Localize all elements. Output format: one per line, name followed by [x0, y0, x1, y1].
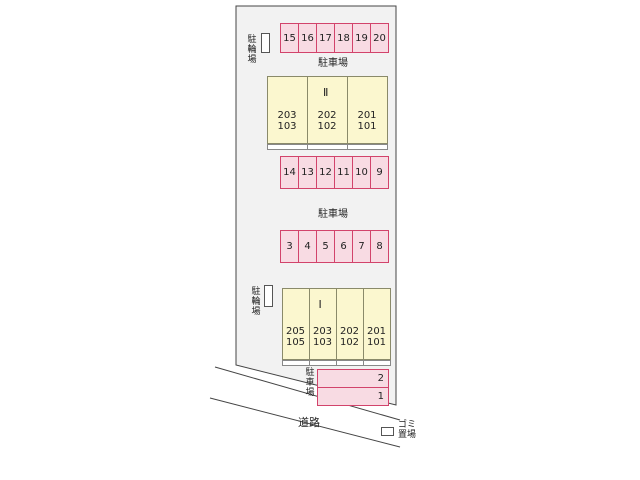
- building-i-balcony: [336, 360, 364, 366]
- bicycle-label-top: 駐輪場: [247, 35, 257, 65]
- parking-label-top: 駐車場: [318, 58, 348, 69]
- building-i-roman-label: Ⅰ: [318, 298, 322, 311]
- building-ii-balcony: [267, 144, 308, 150]
- building-i-unit-205: [282, 288, 310, 360]
- unit-upper-number: 202: [339, 326, 360, 337]
- unit-lower-number: 103: [277, 121, 297, 132]
- parking-slot-8: 8: [370, 230, 389, 263]
- parking-label-vertical: 駐車場: [305, 368, 315, 398]
- unit-lower-number: 103: [312, 337, 333, 348]
- parking-slot-12: 12: [316, 156, 335, 189]
- road-edge-bottom: [209, 397, 401, 448]
- parking-slot-6: 6: [334, 230, 353, 263]
- parking-slot-1: 1: [317, 387, 389, 406]
- parking-slot-7: 7: [352, 230, 371, 263]
- building-i-unit-201: [363, 288, 391, 360]
- building-i-balcony: [363, 360, 391, 366]
- garbage-box: [381, 427, 394, 436]
- parking-label-middle: 駐車場: [318, 209, 348, 220]
- unit-lower-number: 102: [339, 337, 360, 348]
- parking-slot-13: 13: [298, 156, 317, 189]
- parking-slot-17: 17: [316, 23, 335, 53]
- building-ii-unit-203: [267, 76, 308, 144]
- parking-slot-15: 15: [280, 23, 299, 53]
- building-i-balcony: [309, 360, 337, 366]
- bicycle-label-lower: 駐輪場: [251, 287, 261, 317]
- unit-lower-number: 105: [285, 337, 306, 348]
- garbage-label: ゴミ置場: [398, 420, 426, 440]
- bicycle-rack-top: [261, 33, 270, 53]
- road-label: 道路: [298, 416, 320, 429]
- parking-slot-9: 9: [370, 156, 389, 189]
- unit-upper-number: 203: [312, 326, 333, 337]
- parking-slot-20: 20: [370, 23, 389, 53]
- garbage-label-text: ゴミ置場: [398, 420, 417, 440]
- unit-upper-number: 203: [277, 110, 297, 121]
- building-i-balcony: [282, 360, 310, 366]
- building-ii-unit-201: [347, 76, 388, 144]
- parking-slot-10: 10: [352, 156, 371, 189]
- building-ii-balcony: [347, 144, 388, 150]
- unit-upper-number: 201: [366, 326, 387, 337]
- unit-lower-number: 102: [317, 121, 337, 132]
- unit-upper-number: 205: [285, 326, 306, 337]
- unit-lower-number: 101: [357, 121, 377, 132]
- parking-slot-5: 5: [316, 230, 335, 263]
- parking-slot-18: 18: [334, 23, 353, 53]
- parking-slot-19: 19: [352, 23, 371, 53]
- parking-slot-3: 3: [280, 230, 299, 263]
- road-edge-top: [214, 366, 401, 421]
- parking-slot-2: 2: [317, 369, 389, 388]
- parking-slot-14: 14: [280, 156, 299, 189]
- building-i-unit-202: [336, 288, 364, 360]
- parking-slot-4: 4: [298, 230, 317, 263]
- unit-upper-number: 201: [357, 110, 377, 121]
- parking-slot-16: 16: [298, 23, 317, 53]
- building-ii-balcony: [307, 144, 348, 150]
- unit-lower-number: 101: [366, 337, 387, 348]
- building-ii-roman-label: Ⅱ: [323, 86, 329, 99]
- building-i-unit-203: [309, 288, 337, 360]
- parking-slot-11: 11: [334, 156, 353, 189]
- unit-upper-number: 202: [317, 110, 337, 121]
- bicycle-rack-lower: [264, 285, 273, 307]
